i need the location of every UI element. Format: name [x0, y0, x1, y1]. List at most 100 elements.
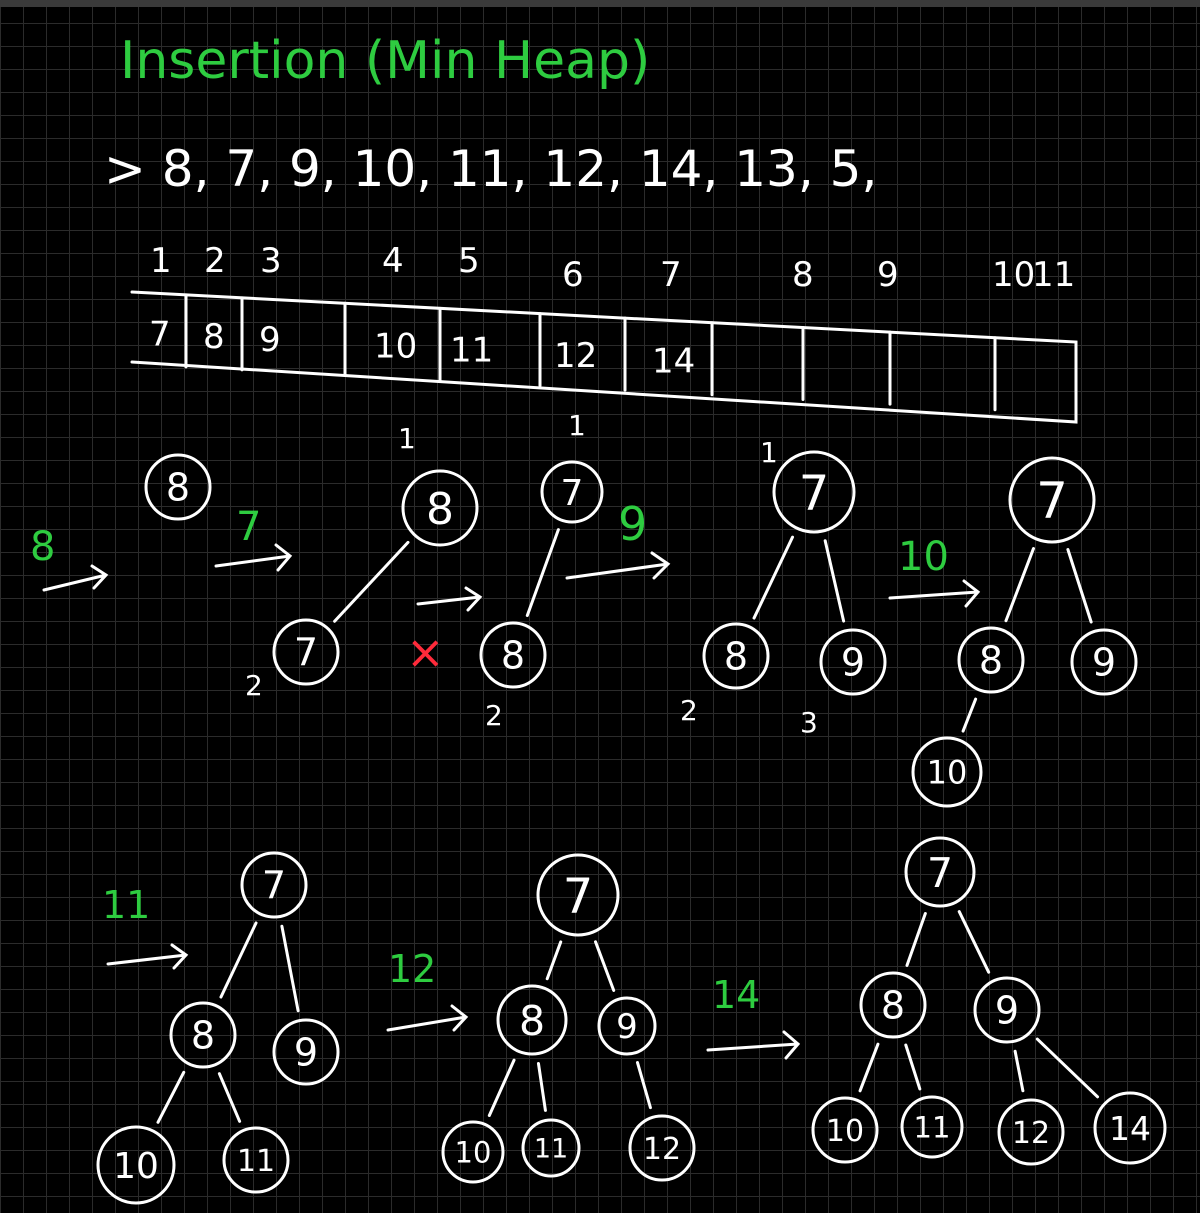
tree-edge — [1035, 1037, 1100, 1099]
tree-edge — [219, 921, 258, 999]
tree-edge — [217, 1072, 242, 1123]
array-index: 3 — [260, 241, 282, 281]
tree-node-circle — [819, 628, 887, 696]
tree-edge — [635, 1061, 652, 1110]
tree-node-value: 14 — [1109, 1109, 1151, 1148]
step-label-12: 12 — [388, 947, 436, 991]
tree-edge — [487, 1058, 516, 1117]
tree-node-circle — [904, 836, 976, 908]
tree-edge — [957, 910, 991, 974]
tree-node-circle — [144, 453, 212, 521]
array-value: 10 — [374, 327, 417, 367]
array-index: 9 — [877, 255, 899, 295]
tree-edge — [1013, 1049, 1025, 1093]
tree-node-value: 10 — [113, 1146, 159, 1187]
array-index: 6 — [562, 255, 584, 295]
tree-node-circle — [911, 736, 983, 808]
tree-node-circle — [540, 460, 604, 524]
tree-edge — [333, 540, 410, 623]
diagram-title: Insertion (Min Heap) — [120, 31, 650, 91]
tree-node-circle — [1008, 456, 1096, 544]
tree-node-circle — [628, 1114, 696, 1182]
array-index: 11 — [1032, 255, 1075, 295]
tree-edge — [525, 528, 560, 618]
arrow-8 — [706, 1030, 801, 1060]
step-label-10: 10 — [898, 534, 949, 580]
array-value: 14 — [652, 341, 695, 381]
array-value: 11 — [450, 331, 493, 371]
tree-node-circle — [536, 853, 620, 937]
tree-node-value: 8 — [881, 984, 905, 1028]
tree-node-value: 7 — [927, 849, 953, 897]
tree-node-value: 8 — [979, 639, 1003, 683]
step-label-11: 11 — [102, 883, 150, 927]
tree-node-circle — [521, 1118, 581, 1178]
tree-node-value: 8 — [501, 634, 525, 678]
tree-node-circle — [997, 1098, 1065, 1166]
tree-node-value: 8 — [426, 484, 454, 535]
tree-edge — [280, 924, 300, 1013]
tree-index-annotation: 2 — [245, 669, 263, 702]
tree-node-circle — [272, 1018, 340, 1086]
array-value: 8 — [203, 317, 225, 357]
tree-index-annotation: 3 — [800, 706, 818, 739]
array-value: 9 — [259, 320, 281, 360]
array-index: 1 — [150, 241, 172, 281]
tree-node-circle — [1093, 1091, 1167, 1165]
array-index: 8 — [792, 255, 814, 295]
tree-node-value: 11 — [534, 1134, 568, 1165]
tree-edge — [536, 1062, 547, 1112]
tree-node-circle — [222, 1126, 290, 1194]
arrow-7 — [386, 1004, 469, 1032]
tree-node-circle — [169, 1001, 237, 1069]
tree-edge — [904, 1043, 922, 1091]
array-value: 7 — [149, 314, 171, 354]
arrow-1 — [42, 564, 109, 592]
tree-node-circle — [240, 851, 308, 919]
tree-node-value: 12 — [643, 1132, 681, 1167]
tree-node-circle — [272, 618, 340, 686]
tree-node-circle — [973, 976, 1041, 1044]
tree-node-value: 9 — [616, 1007, 638, 1047]
tree-index-annotation: 1 — [398, 422, 416, 455]
array-index: 4 — [382, 241, 404, 281]
step-label-7: 7 — [236, 504, 261, 550]
tree-edge — [156, 1070, 186, 1124]
tree-edge — [905, 911, 927, 967]
tree-edge — [1066, 548, 1093, 624]
tree-node-value: 7 — [262, 864, 286, 908]
tree-node-value: 10 — [455, 1135, 492, 1169]
array-outline — [130, 290, 1078, 424]
arrow-6 — [106, 943, 189, 970]
step-labels: 8 7 9 10 11 12 14 — [30, 497, 949, 1017]
arrow-2 — [214, 543, 293, 572]
arrow-3 — [416, 586, 483, 612]
tree-index-annotation: 1 — [568, 409, 586, 442]
tree-node-value: 9 — [841, 641, 865, 685]
tree-node-value: 7 — [1036, 472, 1068, 530]
tree-node-circle — [96, 1125, 176, 1205]
tree-edge — [823, 539, 846, 623]
tree-index-annotation: 2 — [680, 694, 698, 727]
tree-edge — [752, 535, 795, 620]
tree-edge — [545, 940, 563, 981]
array-index: 5 — [458, 241, 480, 281]
tree-node-circle — [957, 626, 1025, 694]
tree-node-circle — [597, 996, 657, 1056]
tree-node-circle — [859, 971, 927, 1039]
step-label-14: 14 — [712, 973, 760, 1017]
top-bar — [0, 0, 1200, 7]
tree-node-value: 11 — [914, 1110, 951, 1144]
array-index: 7 — [660, 255, 682, 295]
arrow-4 — [565, 551, 671, 580]
tree-node-circle — [1070, 628, 1138, 696]
tree-edge — [858, 1042, 880, 1093]
tree-edge — [1004, 547, 1035, 623]
tree-node-value: 7 — [561, 473, 584, 514]
